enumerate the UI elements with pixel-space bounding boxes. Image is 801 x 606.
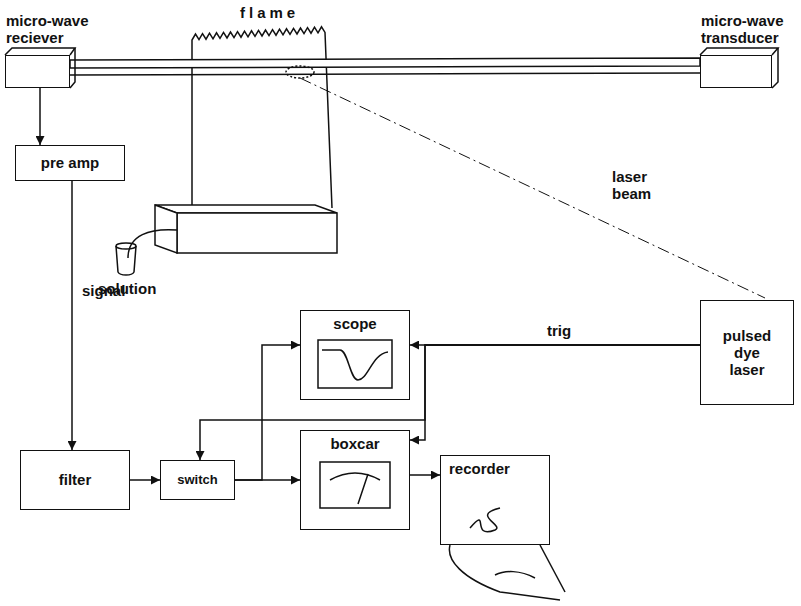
scope-screen [318, 340, 392, 388]
burner-top [155, 205, 337, 213]
laser-beam [300, 78, 765, 298]
laser-box: pulsed dye laser [700, 300, 794, 405]
box-text: boxcar [330, 435, 379, 452]
signal-wire [200, 345, 700, 460]
transducer-depth [772, 48, 778, 88]
flame-outline [192, 27, 332, 208]
box-text: pre amp [41, 154, 99, 171]
recorder-trace [495, 572, 535, 578]
signal-wire [130, 479, 160, 481]
recorder-paper [540, 545, 565, 592]
box-text: recorder [449, 460, 510, 477]
scope-trace [322, 350, 388, 380]
probe-volume [286, 66, 314, 78]
box-text: pulsed dye laser [723, 327, 771, 379]
meter-needle [358, 474, 368, 504]
meter-scale [330, 473, 380, 480]
process-box: filter [20, 450, 130, 510]
receiver-box: micro-wave reciever [5, 55, 70, 88]
boxcar-meter [320, 462, 390, 508]
scope-box: scope [300, 310, 410, 400]
box-text: scope [333, 315, 376, 332]
receiver-depth [5, 48, 75, 55]
receiver-depth [70, 48, 75, 88]
process-box: pre amp [15, 145, 125, 181]
box-text: filter [59, 471, 92, 488]
transducer-box: micro-wave transducer [700, 55, 772, 88]
box-text: micro-wave reciever [6, 12, 101, 47]
solution-label: solution [98, 280, 156, 297]
signal-wire [410, 474, 440, 476]
box-text: switch [177, 473, 217, 488]
wire-label: trig [545, 322, 573, 339]
transducer-depth [700, 48, 778, 55]
feed-tube [128, 230, 177, 258]
signal-wire [410, 345, 700, 440]
laser-beam-label: laser beam [612, 168, 662, 203]
waveguide-rail [70, 73, 700, 75]
signal-wire [39, 88, 41, 145]
boxcar-box: boxcar [300, 430, 410, 530]
flame-label: flame [240, 4, 299, 21]
recorder-paper [449, 545, 560, 600]
switch-box: switch [160, 460, 235, 500]
waveguide [70, 58, 700, 68]
recorder-trace [470, 508, 500, 532]
box-text: micro-wave transducer [701, 12, 799, 47]
beaker-rim [116, 243, 136, 249]
signal-wire [235, 345, 300, 480]
burner-front [177, 213, 337, 253]
beaker [116, 246, 136, 275]
signal-wire [71, 181, 73, 450]
recorder-box: recorder [440, 455, 550, 545]
